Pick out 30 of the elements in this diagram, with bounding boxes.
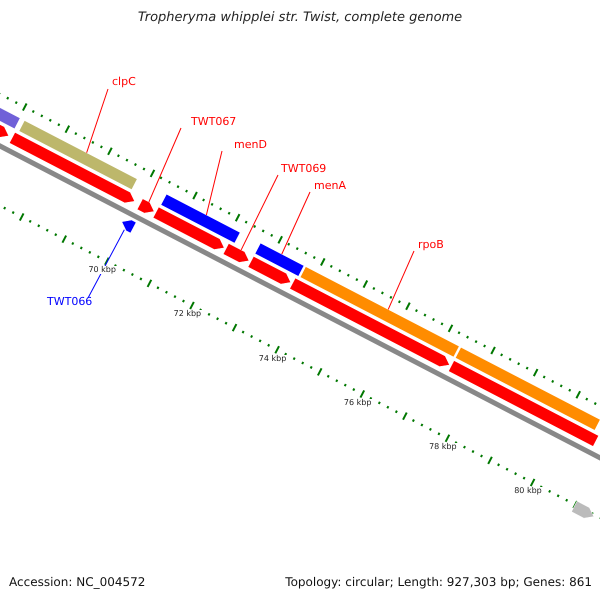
gene-feature (122, 220, 136, 234)
footer-text: Accession: NC_004572 (9, 576, 146, 588)
gene-label: clpC (112, 76, 136, 87)
leader-line (388, 250, 414, 310)
gene-feature (571, 500, 594, 518)
leader-line (206, 150, 222, 216)
gene-label: TWT067 (191, 116, 236, 127)
gene-feature (248, 256, 291, 284)
gene-feature (136, 198, 154, 214)
gene-feature (9, 132, 135, 204)
gene-feature (160, 194, 240, 244)
footer-text: Topology: circular; Length: 927,303 bp; Genes: 861 (285, 576, 592, 588)
gene-feature (254, 242, 304, 277)
gene-feature (18, 120, 138, 190)
gene-label: rpoB (418, 239, 444, 250)
leader-line (148, 128, 182, 202)
gene-label: TWT069 (281, 163, 326, 174)
leader-line (281, 192, 310, 255)
leader-line (86, 88, 108, 154)
gene-feature (289, 278, 450, 367)
gene-feature (300, 266, 460, 358)
gene-feature (222, 243, 250, 263)
gene-label: TWT066 (47, 296, 92, 307)
leader-line (240, 174, 278, 250)
gene-label: menA (314, 180, 346, 191)
gene-feature (455, 347, 600, 431)
leader-line (88, 229, 125, 298)
gene-feature (152, 206, 224, 250)
gene-label: menD (234, 139, 267, 150)
diagram-title: Tropheryma whipplei str. Twist, complete genome (136, 11, 464, 24)
